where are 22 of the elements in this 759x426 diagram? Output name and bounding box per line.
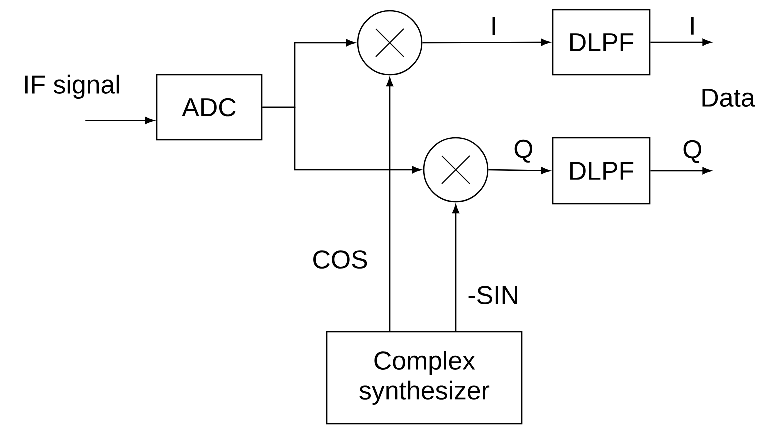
edge-label: I [691, 17, 694, 35]
arrow [386, 78, 394, 332]
edge-label: COS [314, 250, 368, 269]
arrow [650, 167, 712, 175]
process-box: ADC [156, 74, 263, 141]
mixer-symbol [357, 10, 423, 76]
input-label: IF signal [25, 74, 120, 100]
arrow [650, 38, 712, 46]
process-box: Complex synthesizer [326, 331, 523, 425]
edge-label: Q [514, 140, 533, 163]
arrow [86, 117, 154, 124]
process-box: DLPF [552, 137, 651, 205]
output-label: Data [702, 88, 756, 108]
edge-label: I [492, 17, 496, 36]
edge-label: -SIN [468, 286, 518, 304]
arrow [488, 167, 550, 174]
edge-label: Q [684, 140, 702, 164]
mixer-symbol [423, 137, 489, 203]
arrow [422, 39, 550, 46]
arrow [262, 106, 422, 174]
arrow [452, 204, 460, 332]
process-box: DLPF [552, 9, 651, 76]
